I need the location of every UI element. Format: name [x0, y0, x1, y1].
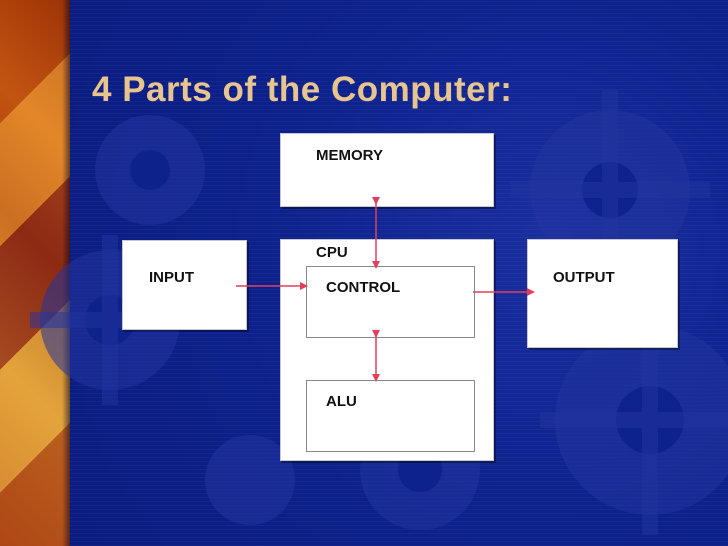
- input-label: INPUT: [149, 269, 194, 286]
- memory-label: MEMORY: [316, 147, 383, 164]
- alu-label: ALU: [326, 393, 357, 410]
- control-box: [306, 266, 475, 338]
- input-box: [122, 240, 247, 330]
- memory-box: [280, 133, 494, 207]
- output-box: [527, 239, 678, 348]
- control-label: CONTROL: [326, 279, 401, 296]
- output-label: OUTPUT: [553, 269, 615, 286]
- alu-box: [306, 380, 475, 452]
- slide-title: 4 Parts of the Computer:: [92, 70, 513, 109]
- cpu-label: CPU: [316, 244, 348, 261]
